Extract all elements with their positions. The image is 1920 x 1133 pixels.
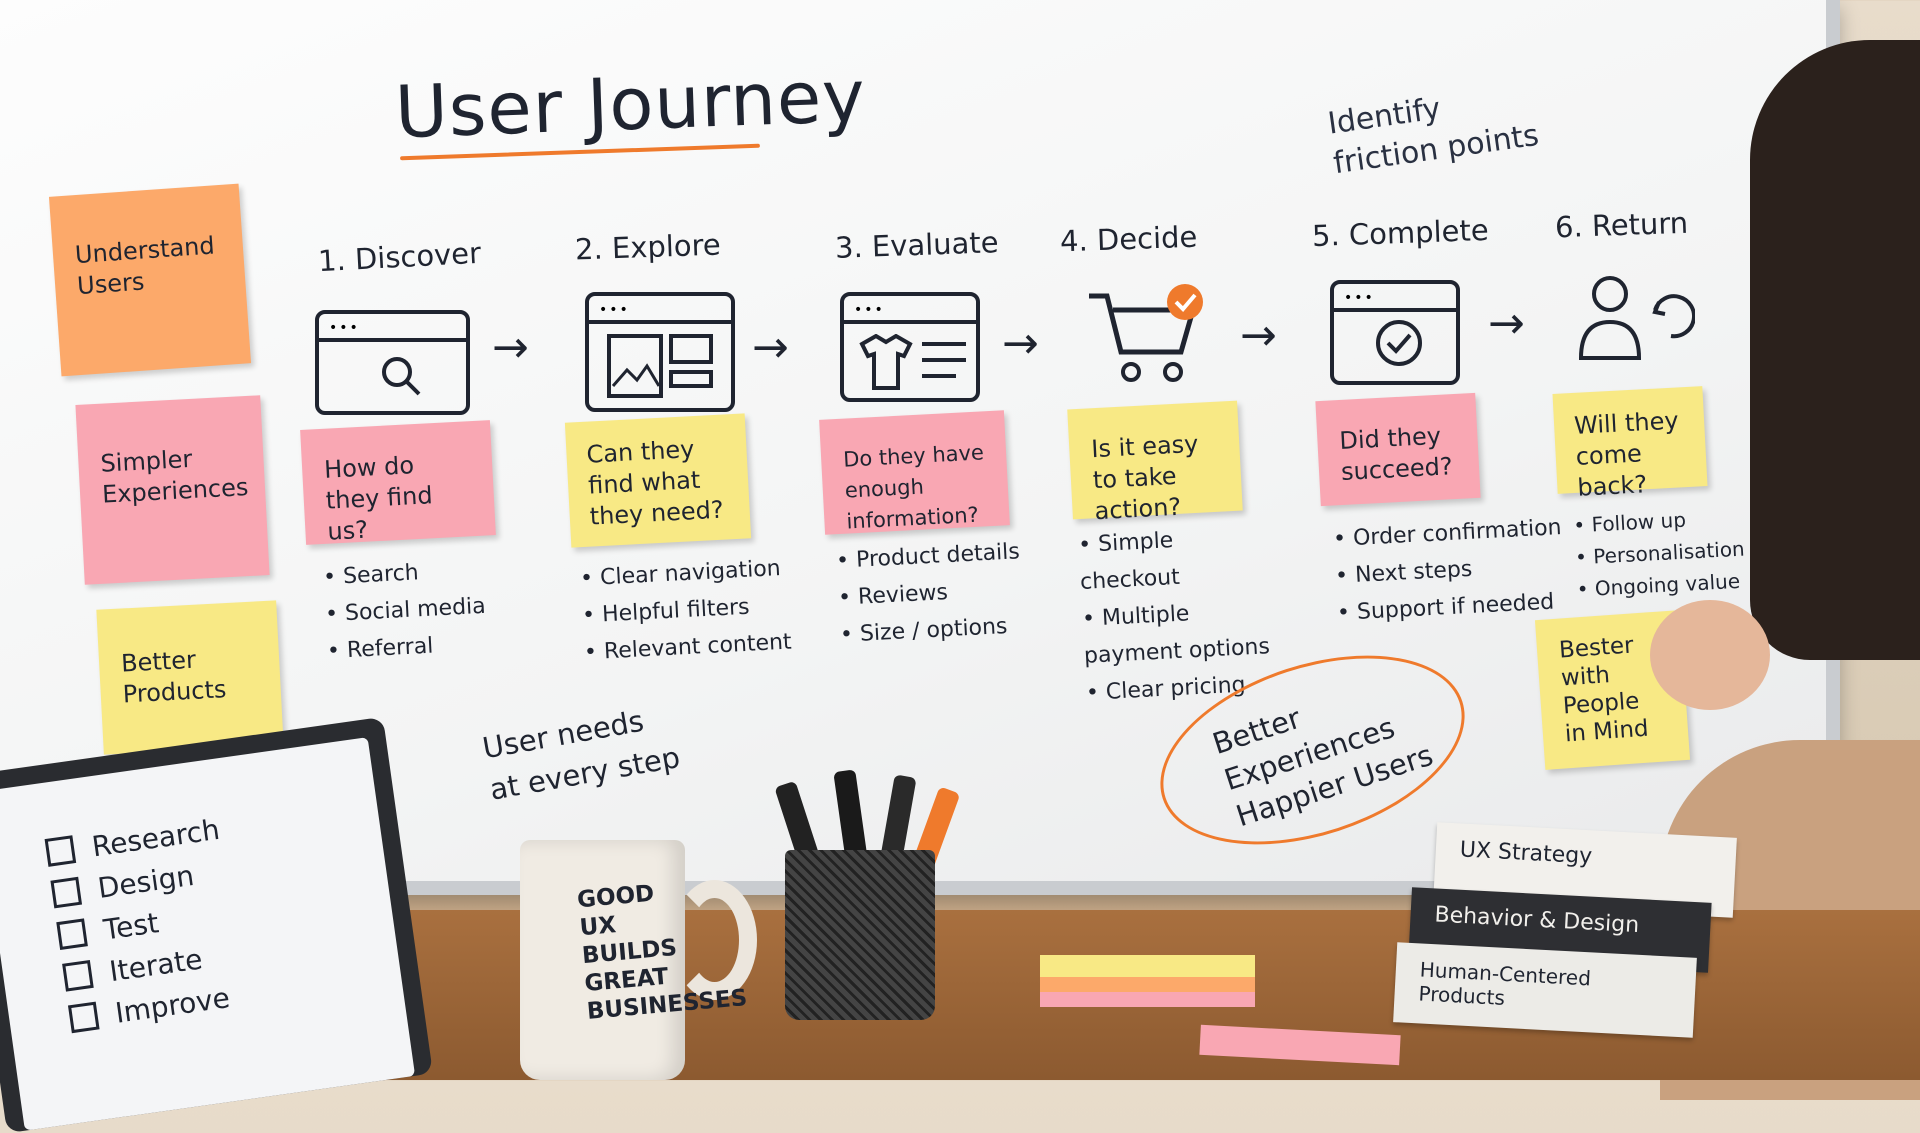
- checkbox-icon: [44, 835, 77, 867]
- sticky-understand-users: Understand Users: [48, 183, 252, 377]
- sticky-label: How do they find us?: [323, 451, 434, 546]
- arrow-icon: →: [752, 322, 789, 373]
- browser-image-icon: •••: [585, 292, 735, 412]
- sticky-label: Simpler Experiences: [99, 444, 250, 509]
- step-5-label: 5. Complete: [1311, 212, 1490, 254]
- browser-search-icon: •••: [315, 310, 470, 415]
- sticky-label: Do they have enough information?: [842, 440, 985, 534]
- sticky-label: Bester with People in Mind: [1558, 632, 1650, 748]
- sticky-question-decide: Is it easy to take action?: [1067, 400, 1243, 525]
- coffee-mug: [520, 840, 685, 1080]
- checkbox-icon: [67, 1001, 100, 1034]
- sticky-label: Understand Users: [74, 231, 216, 301]
- sticky-label: Is it easy to take action?: [1090, 429, 1200, 526]
- bullet-item: Multiple payment options: [1081, 591, 1275, 675]
- book-title: UX Strategy: [1459, 837, 1593, 870]
- step-2-label: 2. Explore: [574, 227, 722, 267]
- sticky-better-products: Better Products: [96, 600, 284, 755]
- step-1-bullets: Search Social media Referral: [322, 551, 488, 670]
- browser-check-icon: •••: [1330, 280, 1460, 385]
- checkbox-icon: [56, 918, 88, 951]
- sticky-label: Can they find what they need?: [585, 435, 725, 531]
- arrow-icon: →: [1240, 310, 1277, 361]
- sticky-label: Better Products: [120, 645, 228, 709]
- person-hand: [1650, 600, 1770, 710]
- checkbox-icon: [50, 876, 83, 909]
- arrow-icon: →: [1488, 298, 1525, 349]
- arrow-icon: →: [1002, 318, 1039, 369]
- sticky-question-complete: Did they succeed?: [1315, 392, 1481, 507]
- step-4-bullets: Simple checkout Multiple payment options…: [1077, 517, 1276, 712]
- checklist-label: Design: [95, 858, 197, 905]
- step-3-bullets: Product details Reviews Size / options: [835, 533, 1024, 653]
- sticky-question-explore: Can they find what they need?: [564, 413, 752, 548]
- checklist-label: Test: [101, 906, 161, 947]
- book-title: Behavior & Design: [1433, 902, 1640, 939]
- cart-check-icon: [1089, 284, 1203, 382]
- step-6-label: 6. Return: [1554, 205, 1689, 245]
- laptop: Research Design Test Iterate Improve: [0, 716, 433, 1133]
- sticky-question-discover: How do they find us?: [300, 420, 496, 546]
- sticky-simpler-experiences: Simpler Experiences: [75, 395, 270, 585]
- step-5-bullets: Order confirmation Next steps Support if…: [1332, 509, 1566, 632]
- person-hair: [1750, 40, 1920, 660]
- checkbox-icon: [62, 959, 94, 992]
- sticky-pad: [1040, 955, 1255, 977]
- step-2-bullets: Clear navigation Helpful filters Relevan…: [579, 550, 793, 672]
- browser-product-icon: •••: [840, 292, 980, 402]
- arrow-icon: →: [492, 322, 529, 373]
- sticky-question-return: Will they come back?: [1552, 386, 1708, 502]
- laptop-screen: Research Design Test Iterate Improve: [0, 737, 416, 1131]
- board-title: User Journey: [393, 53, 868, 155]
- user-return-icon: [1578, 276, 1695, 360]
- sticky-question-evaluate: Do they have enough information?: [819, 410, 1010, 535]
- step-3-label: 3. Evaluate: [834, 225, 1000, 265]
- sticky-label: Will they come back?: [1573, 406, 1680, 502]
- sticky-label: Did they succeed?: [1338, 421, 1454, 486]
- book-human-centered: Human-Centered Products: [1393, 942, 1697, 1038]
- book-title: Human-Centered Products: [1418, 957, 1592, 1010]
- step-4-label: 4. Decide: [1059, 219, 1198, 259]
- bullet-item: Simple checkout: [1077, 517, 1271, 601]
- mug-text: GOOD UX BUILDS GREAT BUSINESSES: [576, 880, 749, 1025]
- step-6-bullets: Follow up Personalisation Ongoing value: [1573, 501, 1748, 606]
- pen-holder: [785, 850, 935, 1020]
